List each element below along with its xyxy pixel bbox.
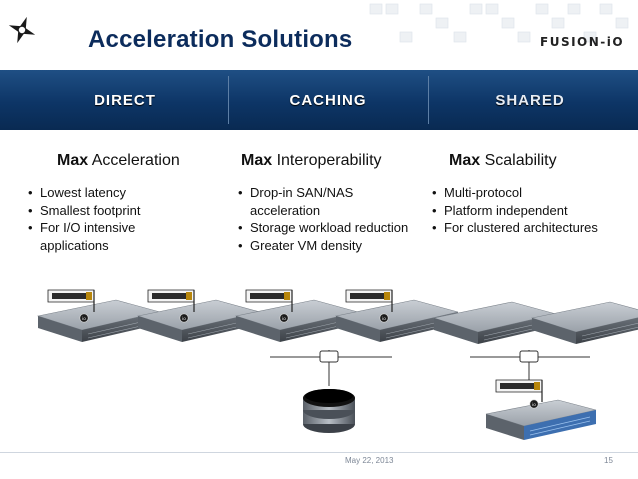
list-item: Drop-in SAN/NAS acceleration bbox=[236, 184, 412, 219]
io-badge-icon bbox=[379, 313, 389, 323]
column-heading-direct: Max Acceleration bbox=[57, 152, 180, 169]
iodrive-card-icon bbox=[495, 379, 543, 403]
network-switch-icon bbox=[270, 350, 392, 386]
column-heading-caching: Max Interoperability bbox=[241, 152, 382, 169]
brand-logo-text: FUSION-iO bbox=[540, 35, 625, 49]
band-label-shared: SHARED bbox=[495, 91, 565, 109]
list-item: Storage workload reduction bbox=[236, 219, 412, 237]
bullet-list-direct: Lowest latency Smallest footprint For I/… bbox=[26, 184, 206, 254]
network-switch-icon bbox=[470, 350, 590, 385]
io-badge-icon bbox=[79, 313, 89, 323]
io-badge-icon bbox=[279, 313, 289, 323]
list-item: Smallest footprint bbox=[26, 202, 206, 220]
list-item: Platform independent bbox=[430, 202, 606, 220]
band-label-caching: CACHING bbox=[289, 91, 367, 109]
io-badge-icon bbox=[179, 313, 189, 323]
shared-appliance-icon bbox=[485, 399, 597, 440]
bullet-list-caching: Drop-in SAN/NAS acceleration Storage wor… bbox=[236, 184, 412, 254]
san-storage-icon bbox=[303, 389, 355, 433]
column-heading-shared: Max Scalability bbox=[449, 152, 557, 169]
server-icon bbox=[531, 301, 638, 345]
list-item: Lowest latency bbox=[26, 184, 206, 202]
decorative-grid bbox=[369, 3, 629, 43]
list-item: Multi-protocol bbox=[430, 184, 606, 202]
list-item: For clustered architectures bbox=[430, 219, 606, 237]
footer-page-number: 15 bbox=[604, 456, 613, 465]
bullet-list-shared: Multi-protocol Platform independent For … bbox=[430, 184, 606, 237]
band-divider bbox=[228, 76, 229, 124]
slide-title: Acceleration Solutions bbox=[88, 26, 353, 53]
io-badge-icon bbox=[529, 399, 539, 409]
list-item: For I/O intensive applications bbox=[26, 219, 206, 254]
list-item: Greater VM density bbox=[236, 237, 412, 255]
band-label-direct: DIRECT bbox=[94, 91, 156, 109]
footer-date: May 22, 2013 bbox=[345, 456, 394, 465]
footer-divider bbox=[0, 452, 638, 453]
category-band: DIRECT CACHING SHARED bbox=[0, 70, 638, 130]
band-divider bbox=[428, 76, 429, 124]
fusion-io-logo-mark-icon bbox=[8, 16, 36, 44]
